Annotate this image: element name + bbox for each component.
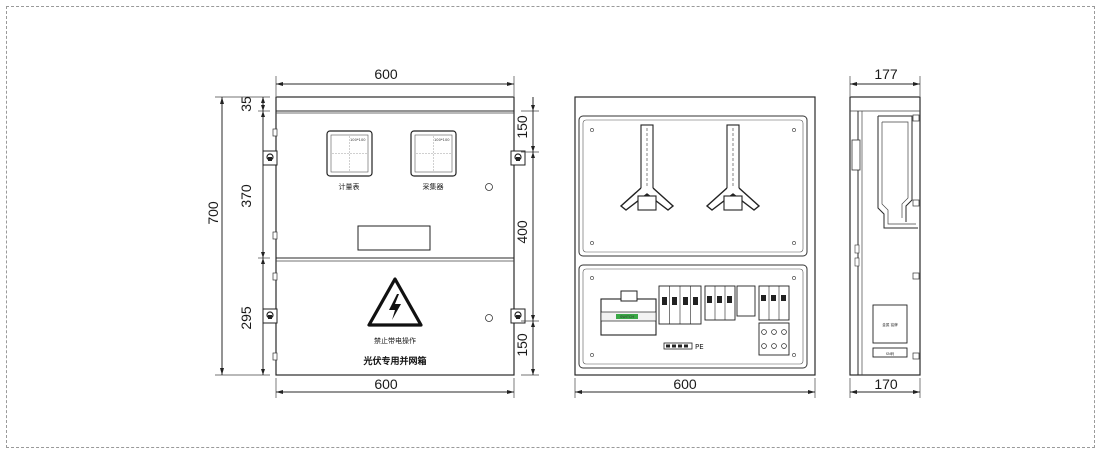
collector-window: 100*100 bbox=[410, 130, 457, 177]
front-seg-bottom-label: 295 bbox=[238, 306, 254, 330]
meter-caption: 计量表 bbox=[339, 182, 360, 191]
spd-module bbox=[736, 285, 790, 321]
warning-text: 禁止带电操作 bbox=[374, 336, 416, 345]
nameplate bbox=[357, 225, 431, 251]
front-view: 600 700 35 370 295 bbox=[205, 66, 539, 398]
inner-view: SWITCH bbox=[574, 96, 816, 398]
metal-nameplate bbox=[872, 304, 908, 344]
front-seg-mid-label: 370 bbox=[238, 184, 254, 208]
breaker-group-2 bbox=[704, 285, 736, 321]
lock-icon bbox=[262, 150, 278, 166]
pe-label: PE bbox=[695, 343, 704, 351]
right-seg-top-label: 150 bbox=[514, 115, 530, 139]
meter-bracket bbox=[619, 124, 675, 211]
side-depth-bottom-label: 170 bbox=[874, 376, 898, 392]
side-depth-top-label: 177 bbox=[874, 66, 898, 82]
high-voltage-warning-icon bbox=[367, 277, 423, 327]
front-height-label: 700 bbox=[205, 201, 221, 225]
lock-icon bbox=[510, 150, 526, 166]
cabinet-title: 光伏专用并网箱 bbox=[362, 355, 426, 367]
meter-window: 100*100 bbox=[326, 130, 373, 177]
pe-bar bbox=[663, 342, 693, 350]
inner-width-label: 600 bbox=[673, 376, 697, 392]
collector-caption: 采集器 bbox=[423, 182, 444, 191]
lock-icon bbox=[262, 308, 278, 324]
sn-text: SN码 bbox=[886, 351, 895, 356]
front-width-top-label: 600 bbox=[374, 66, 398, 82]
meter-window-tag: 100*100 bbox=[350, 138, 366, 142]
right-seg-mid-label: 400 bbox=[514, 220, 530, 244]
breaker-text: SWITCH bbox=[620, 315, 634, 319]
right-seg-bottom-label: 150 bbox=[514, 333, 530, 357]
collector-window-tag: 100*100 bbox=[434, 138, 450, 142]
main-switch: SWITCH bbox=[600, 290, 657, 336]
lock-icon bbox=[510, 308, 526, 324]
side-view: 177 金属 铭牌 SN码 170 bbox=[849, 66, 921, 398]
front-width-bottom-label: 600 bbox=[374, 376, 398, 392]
drawing-frame bbox=[6, 6, 1095, 448]
front-seg-top-label: 35 bbox=[238, 96, 254, 112]
sn-plate bbox=[872, 347, 908, 358]
terminal-block bbox=[758, 322, 790, 356]
breaker-group-1 bbox=[658, 285, 702, 325]
metal-nameplate-text: 金属 铭牌 bbox=[882, 322, 898, 327]
collector-bracket bbox=[705, 124, 761, 211]
